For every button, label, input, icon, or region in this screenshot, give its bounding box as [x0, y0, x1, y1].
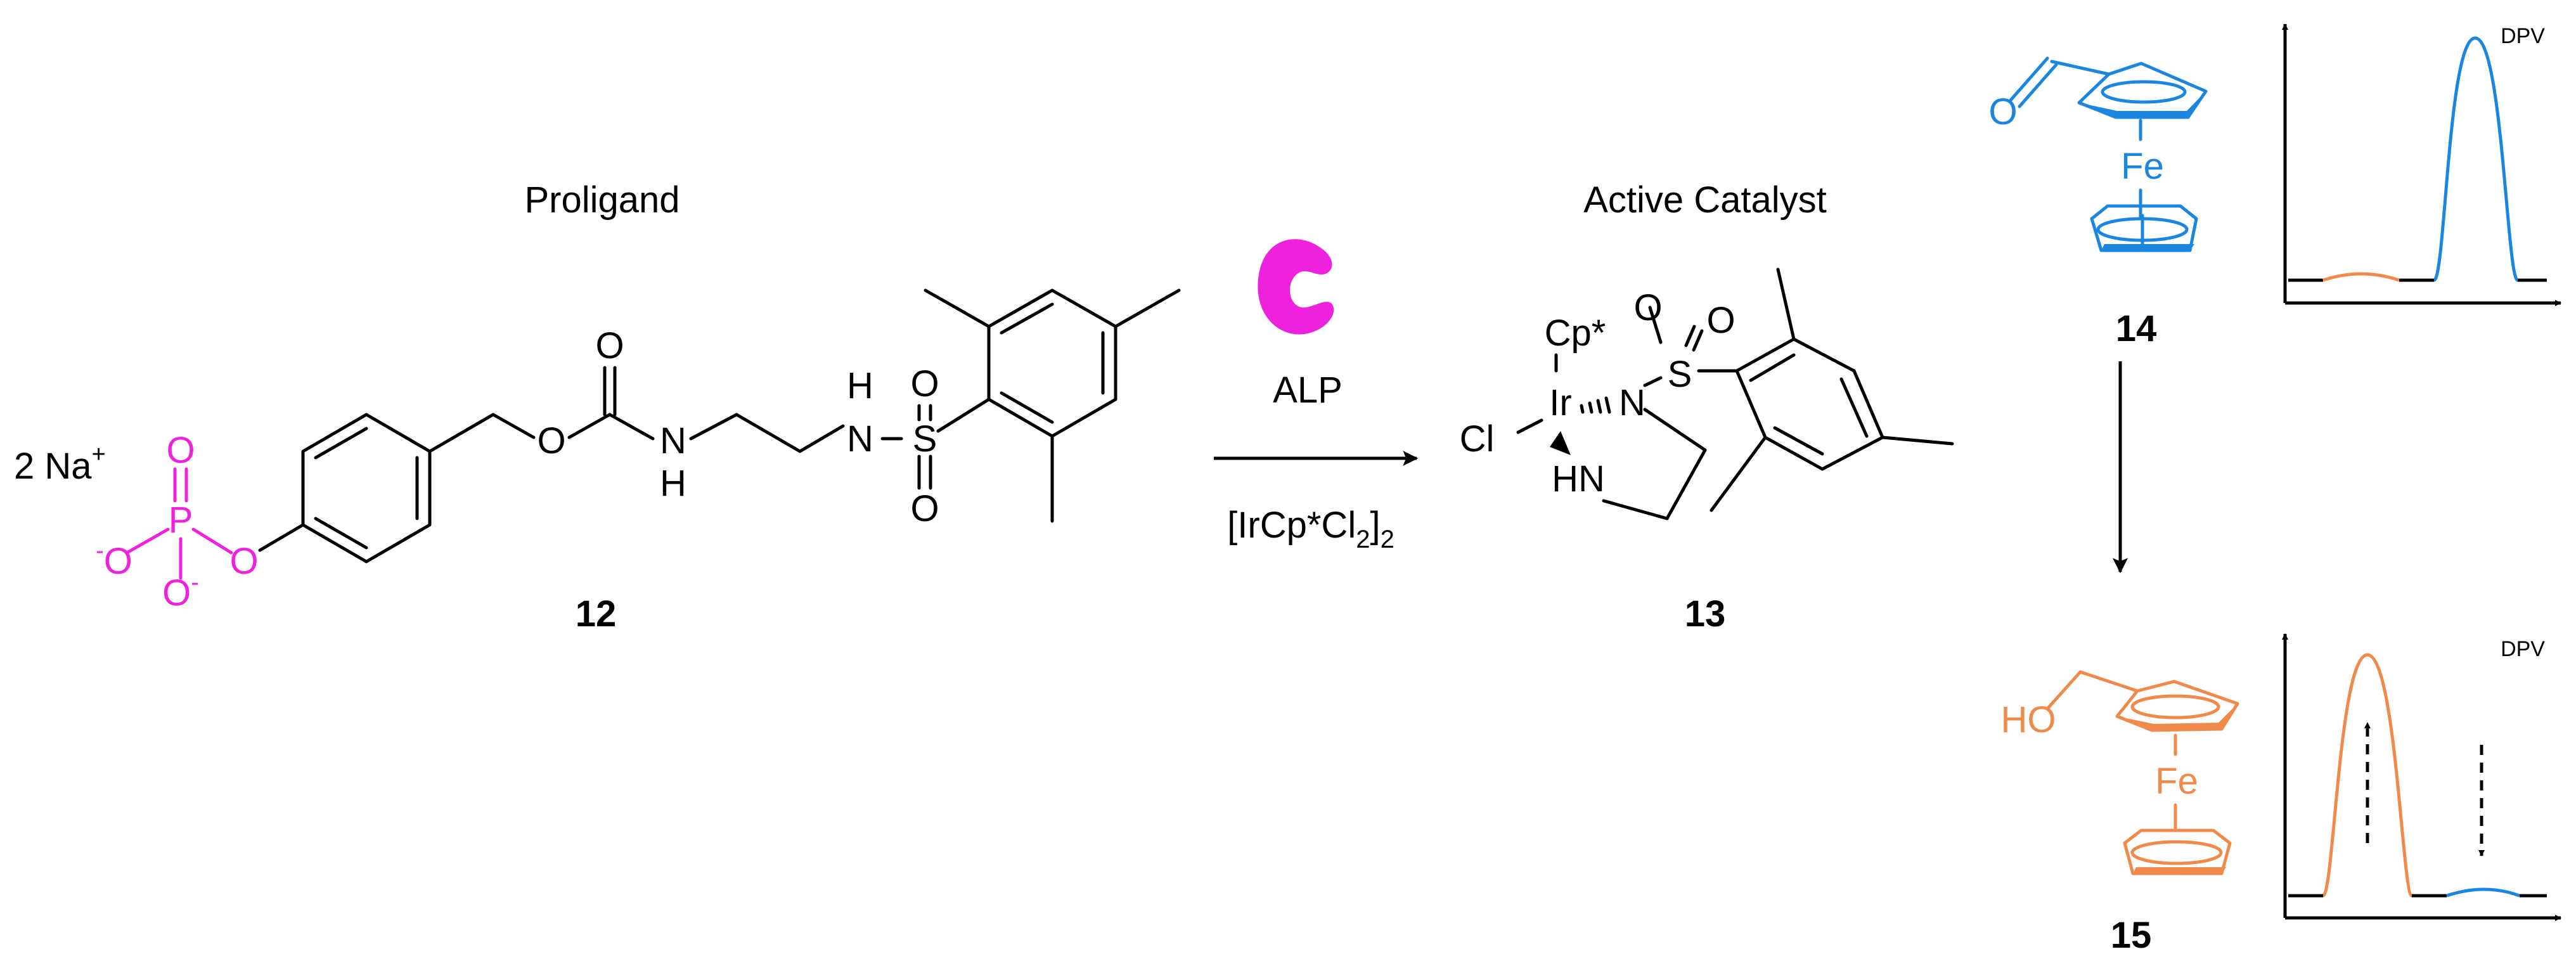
- catalyst-wedge-bond: [1550, 431, 1571, 455]
- reagent-label: [IrCp*Cl2]2: [1227, 505, 1394, 553]
- carbamate-hydrogen: H: [660, 463, 686, 504]
- catalyst-oxygen-1: O: [1633, 287, 1662, 328]
- compound-number-15: 15: [2111, 915, 2152, 956]
- compound-number-13: 13: [1685, 593, 1726, 635]
- aldehyde-oxygen: O: [1988, 91, 2017, 132]
- sulfonamide-hydrogen: H: [847, 365, 873, 406]
- phosphate-oxygen-double: O: [166, 430, 195, 471]
- carbamate-carbonyl-oxygen: O: [595, 325, 624, 366]
- catalyst-nitrogen: N: [1619, 382, 1645, 423]
- ferrocene-alcohol-15: HO Fe 15: [2001, 670, 2239, 956]
- ferrocene-aldehyde-14: O Fe 14: [1988, 56, 2208, 349]
- iron-atom-top: Fe: [2121, 146, 2164, 187]
- dpv-plot-bottom: DPV: [2282, 633, 2561, 921]
- lower-cp-aromatic-circle-15: [2130, 840, 2223, 865]
- catalyst-cp-star: Cp*: [1545, 313, 1606, 354]
- sulfonyl-sulfur: S: [913, 418, 937, 460]
- dpv-plot-top: DPV: [2282, 23, 2561, 306]
- phosphate-phosphorus: P: [169, 500, 193, 541]
- catalyst-oxygen-2: O: [1706, 300, 1735, 341]
- lower-cyclopentadienyl-ring-15: [2123, 829, 2232, 875]
- catalyst-sulfur: S: [1668, 354, 1692, 395]
- iron-atom-bottom: Fe: [2155, 761, 2198, 802]
- active-catalyst-title: Active Catalyst: [1583, 179, 1827, 221]
- dpv-bottom-label: DPV: [2501, 637, 2545, 661]
- compound-number-12: 12: [576, 593, 617, 635]
- counterion-label: 2 Na+: [14, 441, 106, 487]
- upper-cp-aromatic-circle: [2101, 80, 2187, 104]
- dpv-top-label: DPV: [2501, 24, 2545, 48]
- lower-cp-bold-edge-15: [2133, 867, 2226, 874]
- dpv-bottom-major-peak: [2321, 653, 2414, 898]
- reaction-arrow-group: ALP [IrCp*Cl2]2: [1214, 239, 1419, 553]
- enzyme-label: ALP: [1273, 370, 1343, 411]
- dpv-top-minor-peak: [2322, 272, 2400, 282]
- phosphate-ester-oxygen: O: [229, 541, 258, 582]
- dpv-top-major-peak: [2432, 36, 2520, 282]
- proligand-12: Proligand 2 Na+ O P -O O- O: [14, 179, 1181, 635]
- upper-cp-bold-edge: [2079, 91, 2206, 117]
- alp-enzyme-icon: [1258, 239, 1334, 335]
- aldehyde-carbonyl-bond-b: [2018, 63, 2058, 108]
- phosphate-oxygen-anion-bottom: O-: [162, 569, 199, 614]
- phosphate-oxygen-anion-left: -O: [96, 538, 132, 582]
- sulfonyl-oxygen-bottom: O: [910, 488, 939, 529]
- upper-cp-bold-edge-15: [2117, 704, 2238, 730]
- carbamate-nitrogen: N: [660, 420, 686, 461]
- aldehyde-carbonyl-bond-a: [2009, 56, 2049, 102]
- lower-cp-bold-edge: [2101, 244, 2194, 250]
- alcohol-o-ch2-bond: [2045, 670, 2082, 711]
- proligand-title: Proligand: [524, 179, 679, 221]
- catalyst-chloride: Cl: [1460, 418, 1495, 460]
- upper-cp-aromatic-circle-15: [2130, 694, 2220, 719]
- active-catalyst-13: Active Catalyst: [1460, 179, 1954, 635]
- sulfonamide-nitrogen: N: [847, 418, 873, 460]
- aldehyde-chain-bond: [2050, 60, 2111, 76]
- proligand-bonds: [258, 288, 1181, 564]
- compound-number-14: 14: [2116, 308, 2157, 349]
- catalyst-iridium: Ir: [1549, 382, 1571, 423]
- phosphate-group: [125, 467, 233, 580]
- catalyst-bonds: [1516, 268, 1954, 520]
- carbamate-ester-oxygen: O: [537, 420, 565, 461]
- catalyst-amine: HN: [1552, 458, 1605, 500]
- alcohol-ch2-cp-bond: [2078, 670, 2139, 693]
- alcohol-hydroxyl: HO: [2001, 699, 2056, 740]
- sulfonyl-oxygen-top: O: [910, 363, 939, 404]
- dpv-bottom-minor-peak: [2446, 887, 2520, 898]
